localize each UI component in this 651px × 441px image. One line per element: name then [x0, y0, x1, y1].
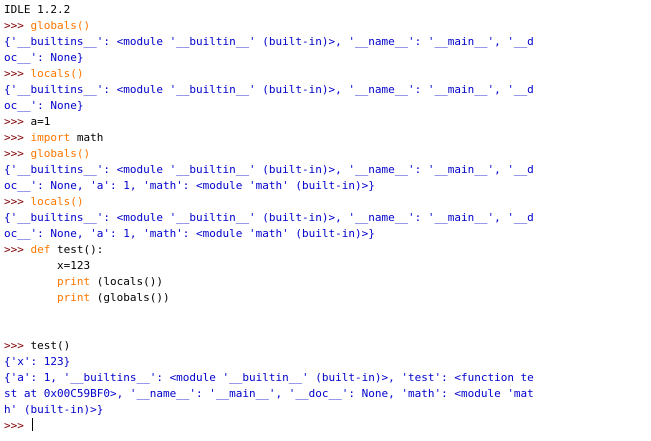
shell-line: {'__builtins__': <module '__builtin__' (… [4, 162, 651, 178]
shell-line: oc__': None} [4, 98, 651, 114]
shell-code: test(): [50, 243, 104, 256]
shell-code: test() [30, 339, 71, 352]
shell-line: >>> [4, 418, 651, 434]
shell-line: st at 0x00C59BF0>, '__name__': '__main__… [4, 386, 651, 402]
shell-prompt: >>> [4, 195, 31, 208]
shell-code [4, 275, 57, 288]
shell-line: oc__': None} [4, 50, 651, 66]
shell-line: >>> globals() [4, 146, 651, 162]
shell-line: oc__': None, 'a': 1, 'math': <module 'ma… [4, 178, 651, 194]
shell-output: {'__builtins__': <module '__builtin__' (… [4, 83, 534, 96]
shell-line: print (locals()) [4, 274, 651, 290]
shell-prompt: >>> [4, 147, 31, 160]
shell-keyword: print [56, 275, 91, 288]
shell-line [4, 322, 651, 338]
shell-output: {'__builtins__': <module '__builtin__' (… [4, 211, 534, 224]
shell-code [4, 291, 57, 304]
shell-keyword: globals() [30, 147, 91, 160]
shell-code: a=1 [30, 115, 51, 128]
shell-code: math [70, 131, 104, 144]
shell-keyword: print [56, 291, 91, 304]
shell-line: >>> locals() [4, 194, 651, 210]
shell-code: (globals()) [90, 291, 170, 304]
shell-line: {'__builtins__': <module '__builtin__' (… [4, 34, 651, 50]
shell-output: {'x': 123} [4, 355, 71, 368]
shell-keyword: locals() [30, 67, 84, 80]
shell-line: {'__builtins__': <module '__builtin__' (… [4, 210, 651, 226]
shell-prompt: >>> [4, 339, 31, 352]
shell-line: >>> test() [4, 338, 651, 354]
shell-line: >>> import math [4, 130, 651, 146]
shell-line: IDLE 1.2.2 [4, 2, 651, 18]
shell-code: (locals()) [90, 275, 163, 288]
shell-line: >>> def test(): [4, 242, 651, 258]
shell-line: {'__builtins__': <module '__builtin__' (… [4, 82, 651, 98]
shell-prompt: >>> [4, 19, 31, 32]
shell-line: >>> locals() [4, 66, 651, 82]
shell-line: {'a': 1, '__builtins__': <module '__buil… [4, 370, 651, 386]
shell-line: x=123 [4, 258, 651, 274]
shell-line [4, 306, 651, 322]
shell-prompt: >>> [4, 419, 31, 432]
shell-output: oc__': None, 'a': 1, 'math': <module 'ma… [4, 179, 375, 192]
shell-line: oc__': None, 'a': 1, 'math': <module 'ma… [4, 226, 651, 242]
shell-line: h' (built-in)>} [4, 402, 651, 418]
shell-keyword: locals() [30, 195, 84, 208]
shell-line: {'x': 123} [4, 354, 651, 370]
shell-line: >>> a=1 [4, 114, 651, 130]
shell-output: st at 0x00C59BF0>, '__name__': '__main__… [4, 387, 534, 400]
shell-prompt: >>> [4, 67, 31, 80]
shell-output: {'__builtins__': <module '__builtin__' (… [4, 163, 534, 176]
shell-output: h' (built-in)>} [4, 403, 104, 416]
shell-code: x=123 [4, 259, 91, 272]
shell-line: print (globals()) [4, 290, 651, 306]
shell-prompt: >>> [4, 131, 31, 144]
shell-output: oc__': None} [4, 51, 84, 64]
shell-prompt: >>> [4, 243, 31, 256]
shell-keyword: globals() [30, 19, 91, 32]
shell-keyword: import [30, 131, 71, 144]
shell-prompt: >>> [4, 115, 31, 128]
shell-keyword: def [30, 243, 51, 256]
shell-line: >>> globals() [4, 18, 651, 34]
shell-output: oc__': None} [4, 99, 84, 112]
shell-code: IDLE 1.2.2 [4, 3, 71, 16]
shell-output: {'__builtins__': <module '__builtin__' (… [4, 35, 534, 48]
shell-output: {'a': 1, '__builtins__': <module '__buil… [4, 371, 534, 384]
text-cursor[interactable] [31, 418, 33, 431]
shell-output: oc__': None, 'a': 1, 'math': <module 'ma… [4, 227, 375, 240]
